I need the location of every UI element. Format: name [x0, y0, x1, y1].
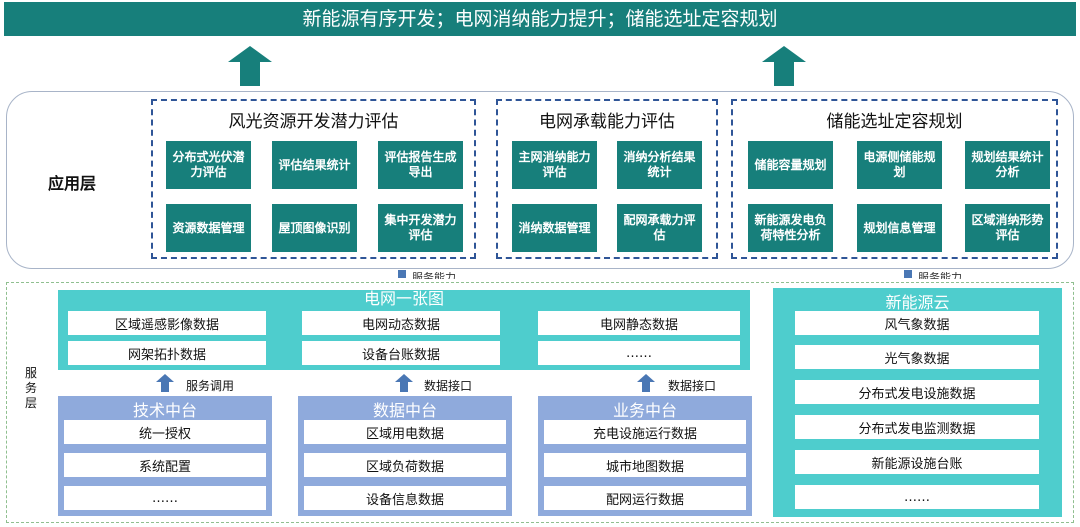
tile-distribution-capacity[interactable]: 配网承载力评估 [617, 204, 702, 252]
group-storage-planning: 储能选址定容规划 [731, 99, 1058, 259]
connector [398, 270, 406, 278]
new-energy-cloud-title: 新能源云 [885, 293, 950, 312]
grid-map-title: 电网一张图 [363, 289, 444, 308]
tile-regional-absorption[interactable]: 区域消纳形势评估 [965, 204, 1050, 252]
top-banner: 新能源有序开发；电网消纳能力提升；储能选址定容规划 [4, 2, 1076, 36]
tile-centralized-potential[interactable]: 集中开发潜力评估 [378, 204, 463, 252]
group-title: 电网承载能力评估 [539, 112, 675, 132]
cloud-item[interactable]: 新能源设施台账 [795, 450, 1039, 474]
tile-absorption-statistics[interactable]: 消纳分析结果统计 [617, 141, 702, 189]
cloud-item[interactable]: 分布式发电监测数据 [795, 415, 1039, 439]
cloud-item[interactable]: 分布式发电设施数据 [795, 380, 1039, 404]
tile-planning-statistics[interactable]: 规划结果统计分析 [965, 141, 1050, 189]
tile-distributed-pv-potential[interactable]: 分布式光伏潜力评估 [166, 141, 251, 189]
grid-map-item[interactable]: 电网静态数据 [538, 311, 740, 335]
grid-map-item[interactable]: 电网动态数据 [302, 311, 500, 335]
platform-item[interactable]: 城市地图数据 [544, 453, 746, 477]
group-title: 风光资源开发潜力评估 [228, 112, 399, 132]
group-wind-solar-potential: 风光资源开发潜力评估 [151, 99, 476, 259]
platform-title: 业务中台 [612, 401, 677, 420]
platform-item[interactable]: 区域用电数据 [304, 420, 506, 444]
up-arrow-icon [762, 46, 806, 86]
tile-absorption-data-management[interactable]: 消纳数据管理 [512, 204, 597, 252]
cloud-item[interactable]: …… [795, 485, 1039, 509]
link-label: 数据接口 [668, 379, 717, 393]
tile-evaluation-statistics[interactable]: 评估结果统计 [272, 141, 357, 189]
group-grid-capacity: 电网承载能力评估 [496, 99, 718, 259]
tile-resource-data-management[interactable]: 资源数据管理 [166, 204, 251, 252]
tile-report-export[interactable]: 评估报告生成导出 [378, 141, 463, 189]
up-arrow-icon [156, 374, 174, 392]
tile-storage-capacity-planning[interactable]: 储能容量规划 [748, 141, 833, 189]
platform-item[interactable]: 区域负荷数据 [304, 453, 506, 477]
grid-map-item[interactable]: 网架拓扑数据 [68, 341, 266, 365]
connector-label: 服务能力 [918, 272, 962, 279]
connector [904, 270, 912, 278]
platform-item[interactable]: 系统配置 [64, 453, 266, 477]
connector-label: 服务能力 [412, 272, 456, 279]
service-layer-label: 服务层 [24, 366, 37, 410]
up-arrow-icon [637, 374, 655, 392]
tile-planning-info-management[interactable]: 规划信息管理 [857, 204, 942, 252]
platform-title: 技术中台 [132, 401, 197, 420]
link-label: 服务调用 [186, 379, 235, 393]
tile-load-characteristics[interactable]: 新能源发电负荷特性分析 [748, 204, 833, 252]
service-layer [6, 282, 1074, 523]
tile-main-grid-absorption[interactable]: 主网消纳能力评估 [512, 141, 597, 189]
link-label: 数据接口 [424, 379, 473, 393]
up-arrow-icon [395, 374, 413, 392]
platform-item[interactable]: 配网运行数据 [544, 486, 746, 510]
platform-item[interactable]: 设备信息数据 [304, 486, 506, 510]
group-title: 储能选址定容规划 [826, 112, 963, 132]
application-layer-label: 应用层 [48, 174, 97, 193]
tile-source-side-storage[interactable]: 电源侧储能规划 [857, 141, 942, 189]
platform-item[interactable]: 充电设施运行数据 [544, 420, 746, 444]
tile-roof-image-recognition[interactable]: 屋顶图像识别 [272, 204, 357, 252]
platform-title: 数据中台 [372, 401, 437, 420]
grid-map-item[interactable]: 区域遥感影像数据 [68, 311, 266, 335]
up-arrow-icon [228, 46, 272, 86]
cloud-item[interactable]: 光气象数据 [795, 345, 1039, 369]
platform-item[interactable]: 统一授权 [64, 420, 266, 444]
grid-map-item[interactable]: 设备台账数据 [302, 341, 500, 365]
grid-map-item[interactable]: …… [538, 341, 740, 365]
platform-item[interactable]: …… [64, 486, 266, 510]
cloud-item[interactable]: 风气象数据 [795, 311, 1039, 335]
